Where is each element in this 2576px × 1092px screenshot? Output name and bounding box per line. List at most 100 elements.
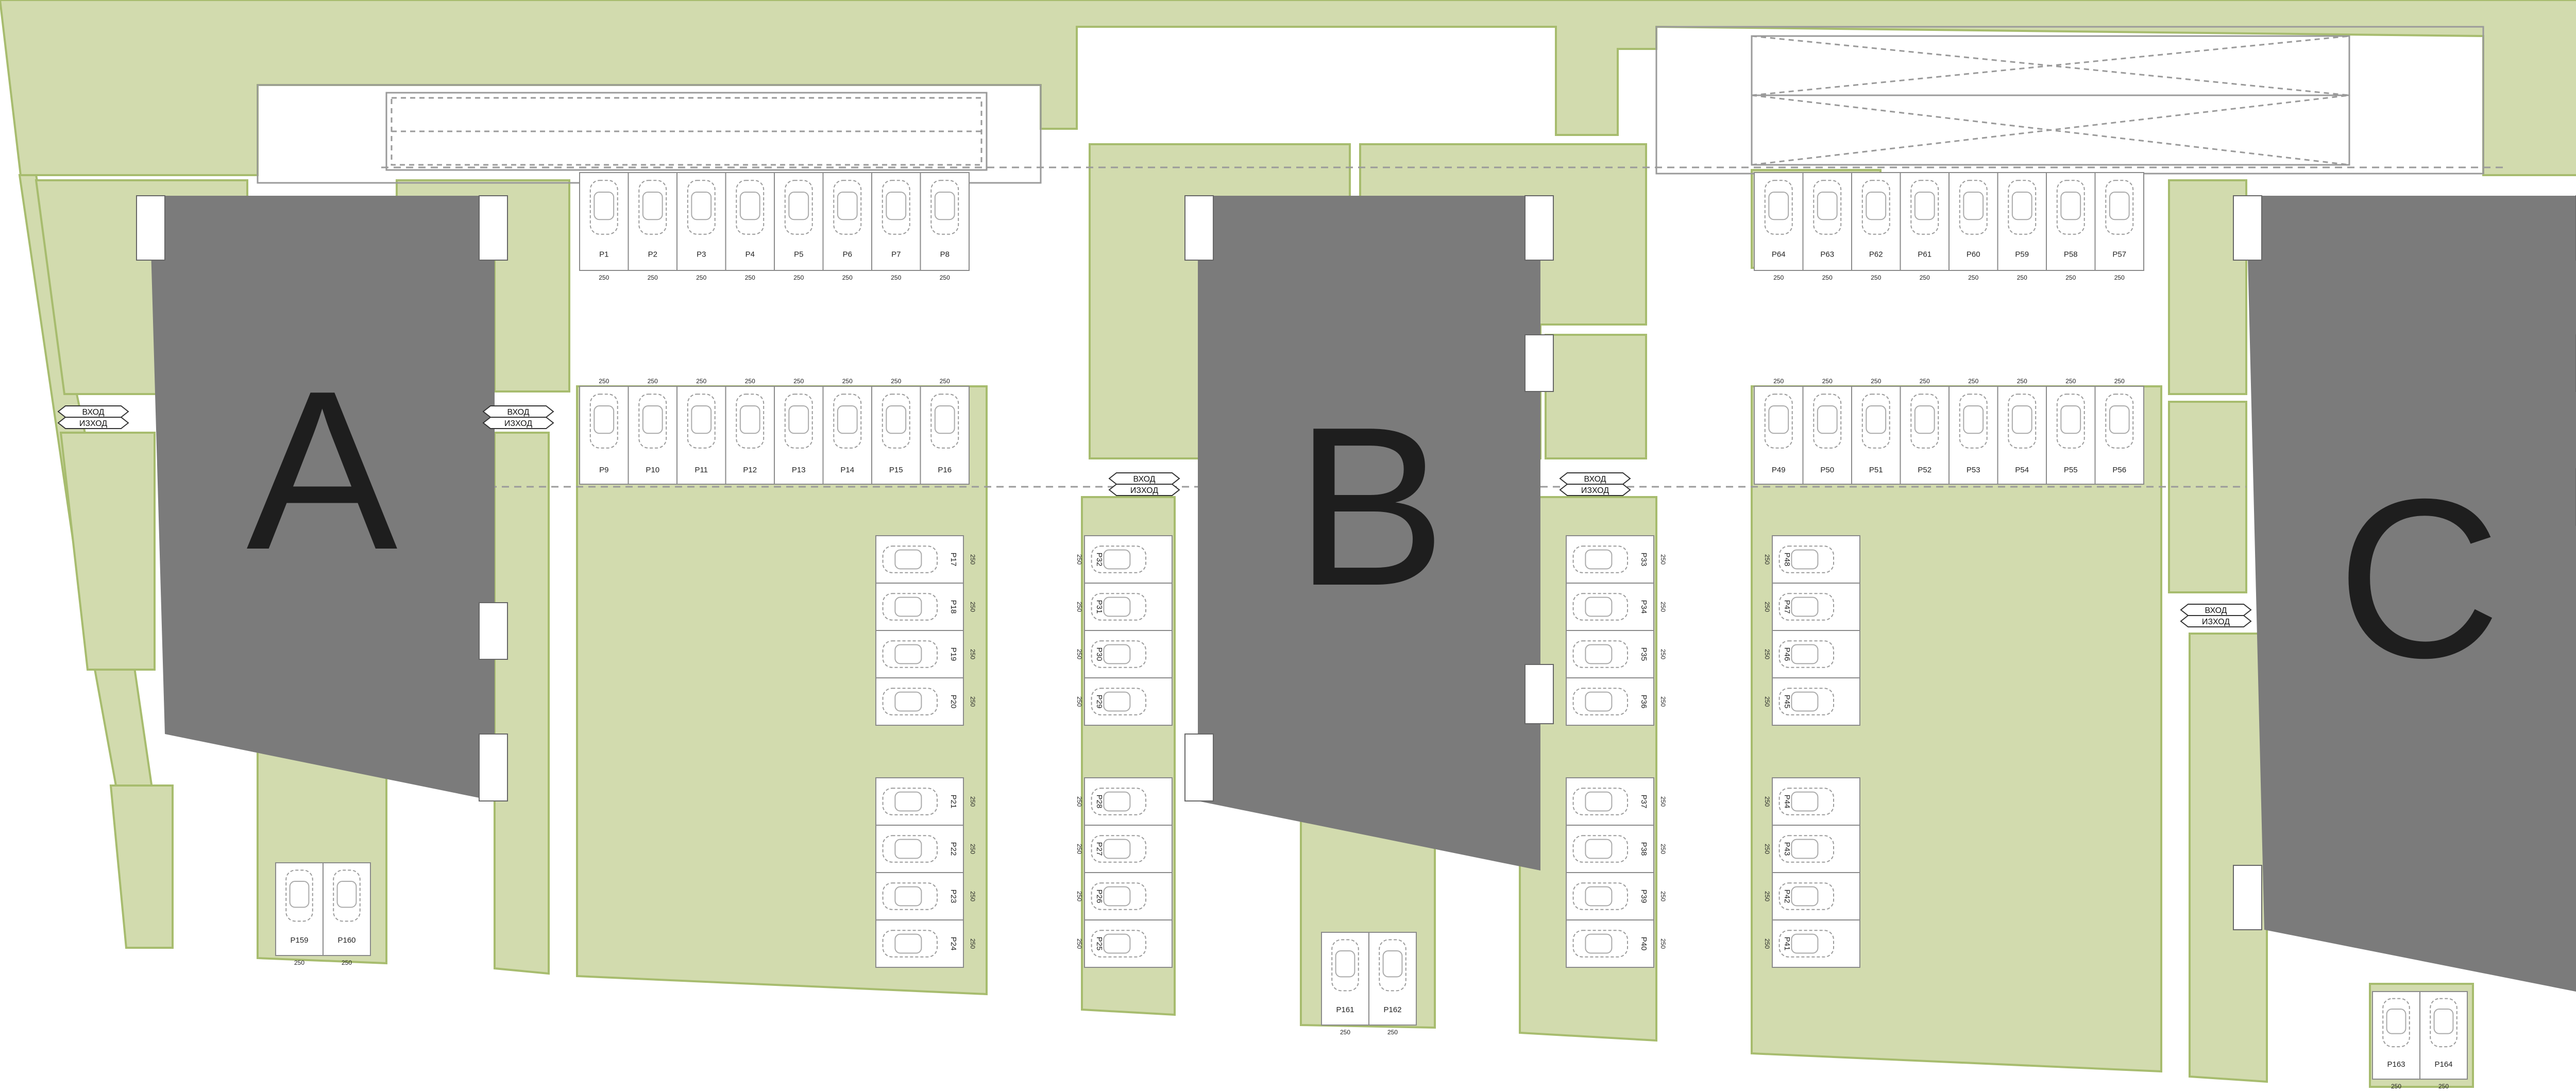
car-roof xyxy=(894,644,922,664)
parking-space-outline xyxy=(875,583,964,631)
car-roof xyxy=(1791,596,1819,617)
car-outline xyxy=(1091,930,1147,958)
parking-space-label: P14 xyxy=(840,466,854,474)
parking-space-width: 250 xyxy=(1076,796,1083,807)
car-roof xyxy=(2060,192,2081,220)
parking-space-label: P22 xyxy=(949,842,958,856)
parking-space-label: P13 xyxy=(792,466,806,474)
parking-space-width: 250 xyxy=(2065,378,2076,385)
parking-space-label: P56 xyxy=(2112,466,2126,474)
parking-space-outline xyxy=(1802,386,1852,485)
exit-label: ИЗХОД xyxy=(2202,618,2230,626)
car-outline xyxy=(1813,394,1842,449)
car-roof xyxy=(837,405,858,434)
parking-space-label: P61 xyxy=(1918,250,1931,259)
parking-space-width: 250 xyxy=(648,378,658,385)
parking-space-label: P44 xyxy=(1783,795,1791,809)
car-outline xyxy=(1572,640,1629,668)
parking-space-label: P159 xyxy=(290,936,308,945)
parking-space-width: 250 xyxy=(940,274,950,281)
parking-space-outline xyxy=(1084,825,1173,873)
car-outline xyxy=(1778,835,1835,863)
building-C xyxy=(2246,196,2576,992)
parking-space-width: 250 xyxy=(1871,378,1881,385)
car-outline xyxy=(882,640,938,668)
car-roof xyxy=(2109,405,2130,434)
parking-space-label: P163 xyxy=(2387,1060,2405,1069)
parking-space-label: P29 xyxy=(1095,695,1104,709)
parking-space-outline xyxy=(1772,535,1860,584)
car-roof xyxy=(739,405,760,434)
car-outline xyxy=(638,394,667,449)
parking-space-label: P12 xyxy=(743,466,757,474)
parking-space-outline xyxy=(1084,872,1173,920)
car-roof xyxy=(894,839,922,859)
parking-space-outline xyxy=(875,677,964,726)
parking-space-width: 250 xyxy=(1659,696,1667,707)
parking-space-label: P55 xyxy=(2064,466,2078,474)
car-roof xyxy=(788,192,809,220)
parking-space-outline xyxy=(1084,919,1173,968)
car-roof xyxy=(1791,644,1819,664)
parking-space-width: 250 xyxy=(1764,891,1771,901)
parking-space-width: 250 xyxy=(1968,274,1978,281)
car-outline xyxy=(2105,394,2134,449)
car-roof xyxy=(894,791,922,812)
parking-space-outline xyxy=(1084,535,1173,584)
car-roof xyxy=(1103,791,1131,812)
car-outline xyxy=(736,180,765,235)
parking-space-label: P47 xyxy=(1783,600,1791,614)
parking-space-width: 250 xyxy=(1764,554,1771,565)
car-roof xyxy=(289,881,310,908)
car-outline xyxy=(1572,545,1629,573)
parking-space-label: P38 xyxy=(1639,842,1648,856)
car-roof xyxy=(1768,405,1789,434)
parking-space-outline xyxy=(2094,386,2144,485)
exit-label: ИЗХОД xyxy=(1581,486,1609,495)
parking-space-outline xyxy=(323,862,371,956)
parking-space-outline xyxy=(1321,932,1369,1026)
car-roof xyxy=(837,192,858,220)
exit-label: ИЗХОД xyxy=(1130,486,1158,495)
parking-space-width: 250 xyxy=(342,959,352,966)
notch xyxy=(2233,195,2262,261)
parking-space-width: 250 xyxy=(696,378,706,385)
car-roof xyxy=(1585,933,1613,954)
parking-space-outline xyxy=(579,386,629,485)
parking-space-width: 250 xyxy=(745,274,755,281)
parking-space-label: P49 xyxy=(1772,466,1786,474)
parking-space-width: 250 xyxy=(1076,696,1083,707)
parking-space-width: 250 xyxy=(1076,554,1083,565)
parking-space-label: P15 xyxy=(889,466,903,474)
car-outline xyxy=(1572,930,1629,958)
parking-space-label: P48 xyxy=(1783,553,1791,567)
car-roof xyxy=(788,405,809,434)
car-outline xyxy=(1091,688,1147,715)
parking-space-width: 250 xyxy=(696,274,706,281)
parking-space-width: 250 xyxy=(793,274,804,281)
car-roof xyxy=(894,691,922,712)
ramp-C-diagonal-2 xyxy=(1751,35,2350,96)
parking-space-width: 250 xyxy=(1076,844,1083,854)
green-area-left-bottom xyxy=(109,784,174,949)
parking-space-width: 250 xyxy=(1659,939,1667,949)
parking-space-width: 250 xyxy=(969,602,976,612)
parking-space-width: 250 xyxy=(842,274,853,281)
car-outline xyxy=(882,788,938,815)
parking-space-label: P62 xyxy=(1869,250,1883,259)
parking-space-width: 250 xyxy=(1659,844,1667,854)
car-outline xyxy=(589,180,618,235)
